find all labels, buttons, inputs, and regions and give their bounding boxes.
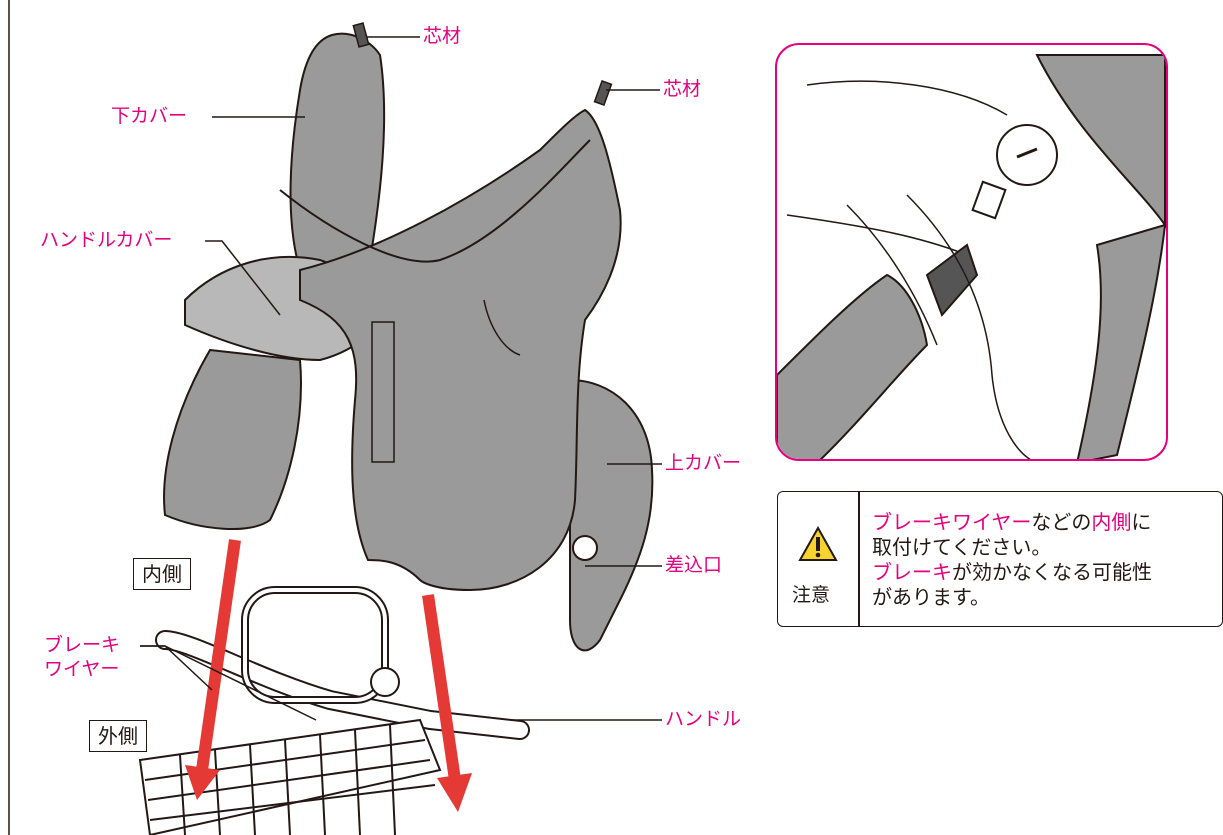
label-core-right: 芯材 — [663, 78, 702, 100]
note-line1-b: などの — [1031, 510, 1092, 534]
label-brake-wire-1: ブレーキ — [44, 634, 121, 656]
label-handle-cover: ハンドルカバー — [40, 229, 173, 251]
warning-icon — [798, 526, 838, 561]
upper-cover-side — [569, 378, 654, 652]
label-handle: ハンドル — [665, 708, 742, 730]
label-upper-cover: 上カバー — [665, 452, 742, 474]
note-line1-a: ブレーキワイヤー — [872, 510, 1032, 534]
lower-cover-shape — [289, 32, 386, 272]
label-core-top: 芯材 — [423, 25, 462, 47]
note-line1-c: 内側 — [1091, 510, 1132, 534]
note-line3-b: が効かなくなる可能性 — [952, 560, 1152, 584]
note-line1-d: に — [1131, 510, 1152, 534]
caution-label: 注意 — [792, 584, 831, 606]
label-inside: 内側 — [133, 558, 191, 590]
inset-illustration — [777, 54, 1166, 459]
inset-detail — [775, 43, 1168, 461]
caution-note: 注意 ブレーキワイヤーなどの内側に 取付けてください。 ブレーキが効かなくなる可… — [777, 491, 1223, 627]
label-brake-wire-2: ワイヤー — [44, 658, 120, 680]
basket — [138, 718, 442, 835]
handle-cover-lower — [163, 348, 302, 530]
arrow-inside — [185, 539, 241, 800]
note-divider — [858, 492, 860, 626]
label-slot: 差込口 — [665, 554, 723, 576]
note-line4: があります。 — [872, 585, 990, 609]
arrow-outside — [422, 594, 472, 812]
caution-text: ブレーキワイヤーなどの内側に 取付けてください。 ブレーキが効かなくなる可能性 … — [872, 510, 1152, 610]
label-lower-cover: 下カバー — [111, 105, 188, 127]
label-outside: 外側 — [89, 720, 147, 752]
upper-cover-body — [299, 108, 622, 592]
note-line2: 取付けてください。 — [872, 535, 1052, 559]
note-line3-a: ブレーキ — [872, 560, 952, 584]
